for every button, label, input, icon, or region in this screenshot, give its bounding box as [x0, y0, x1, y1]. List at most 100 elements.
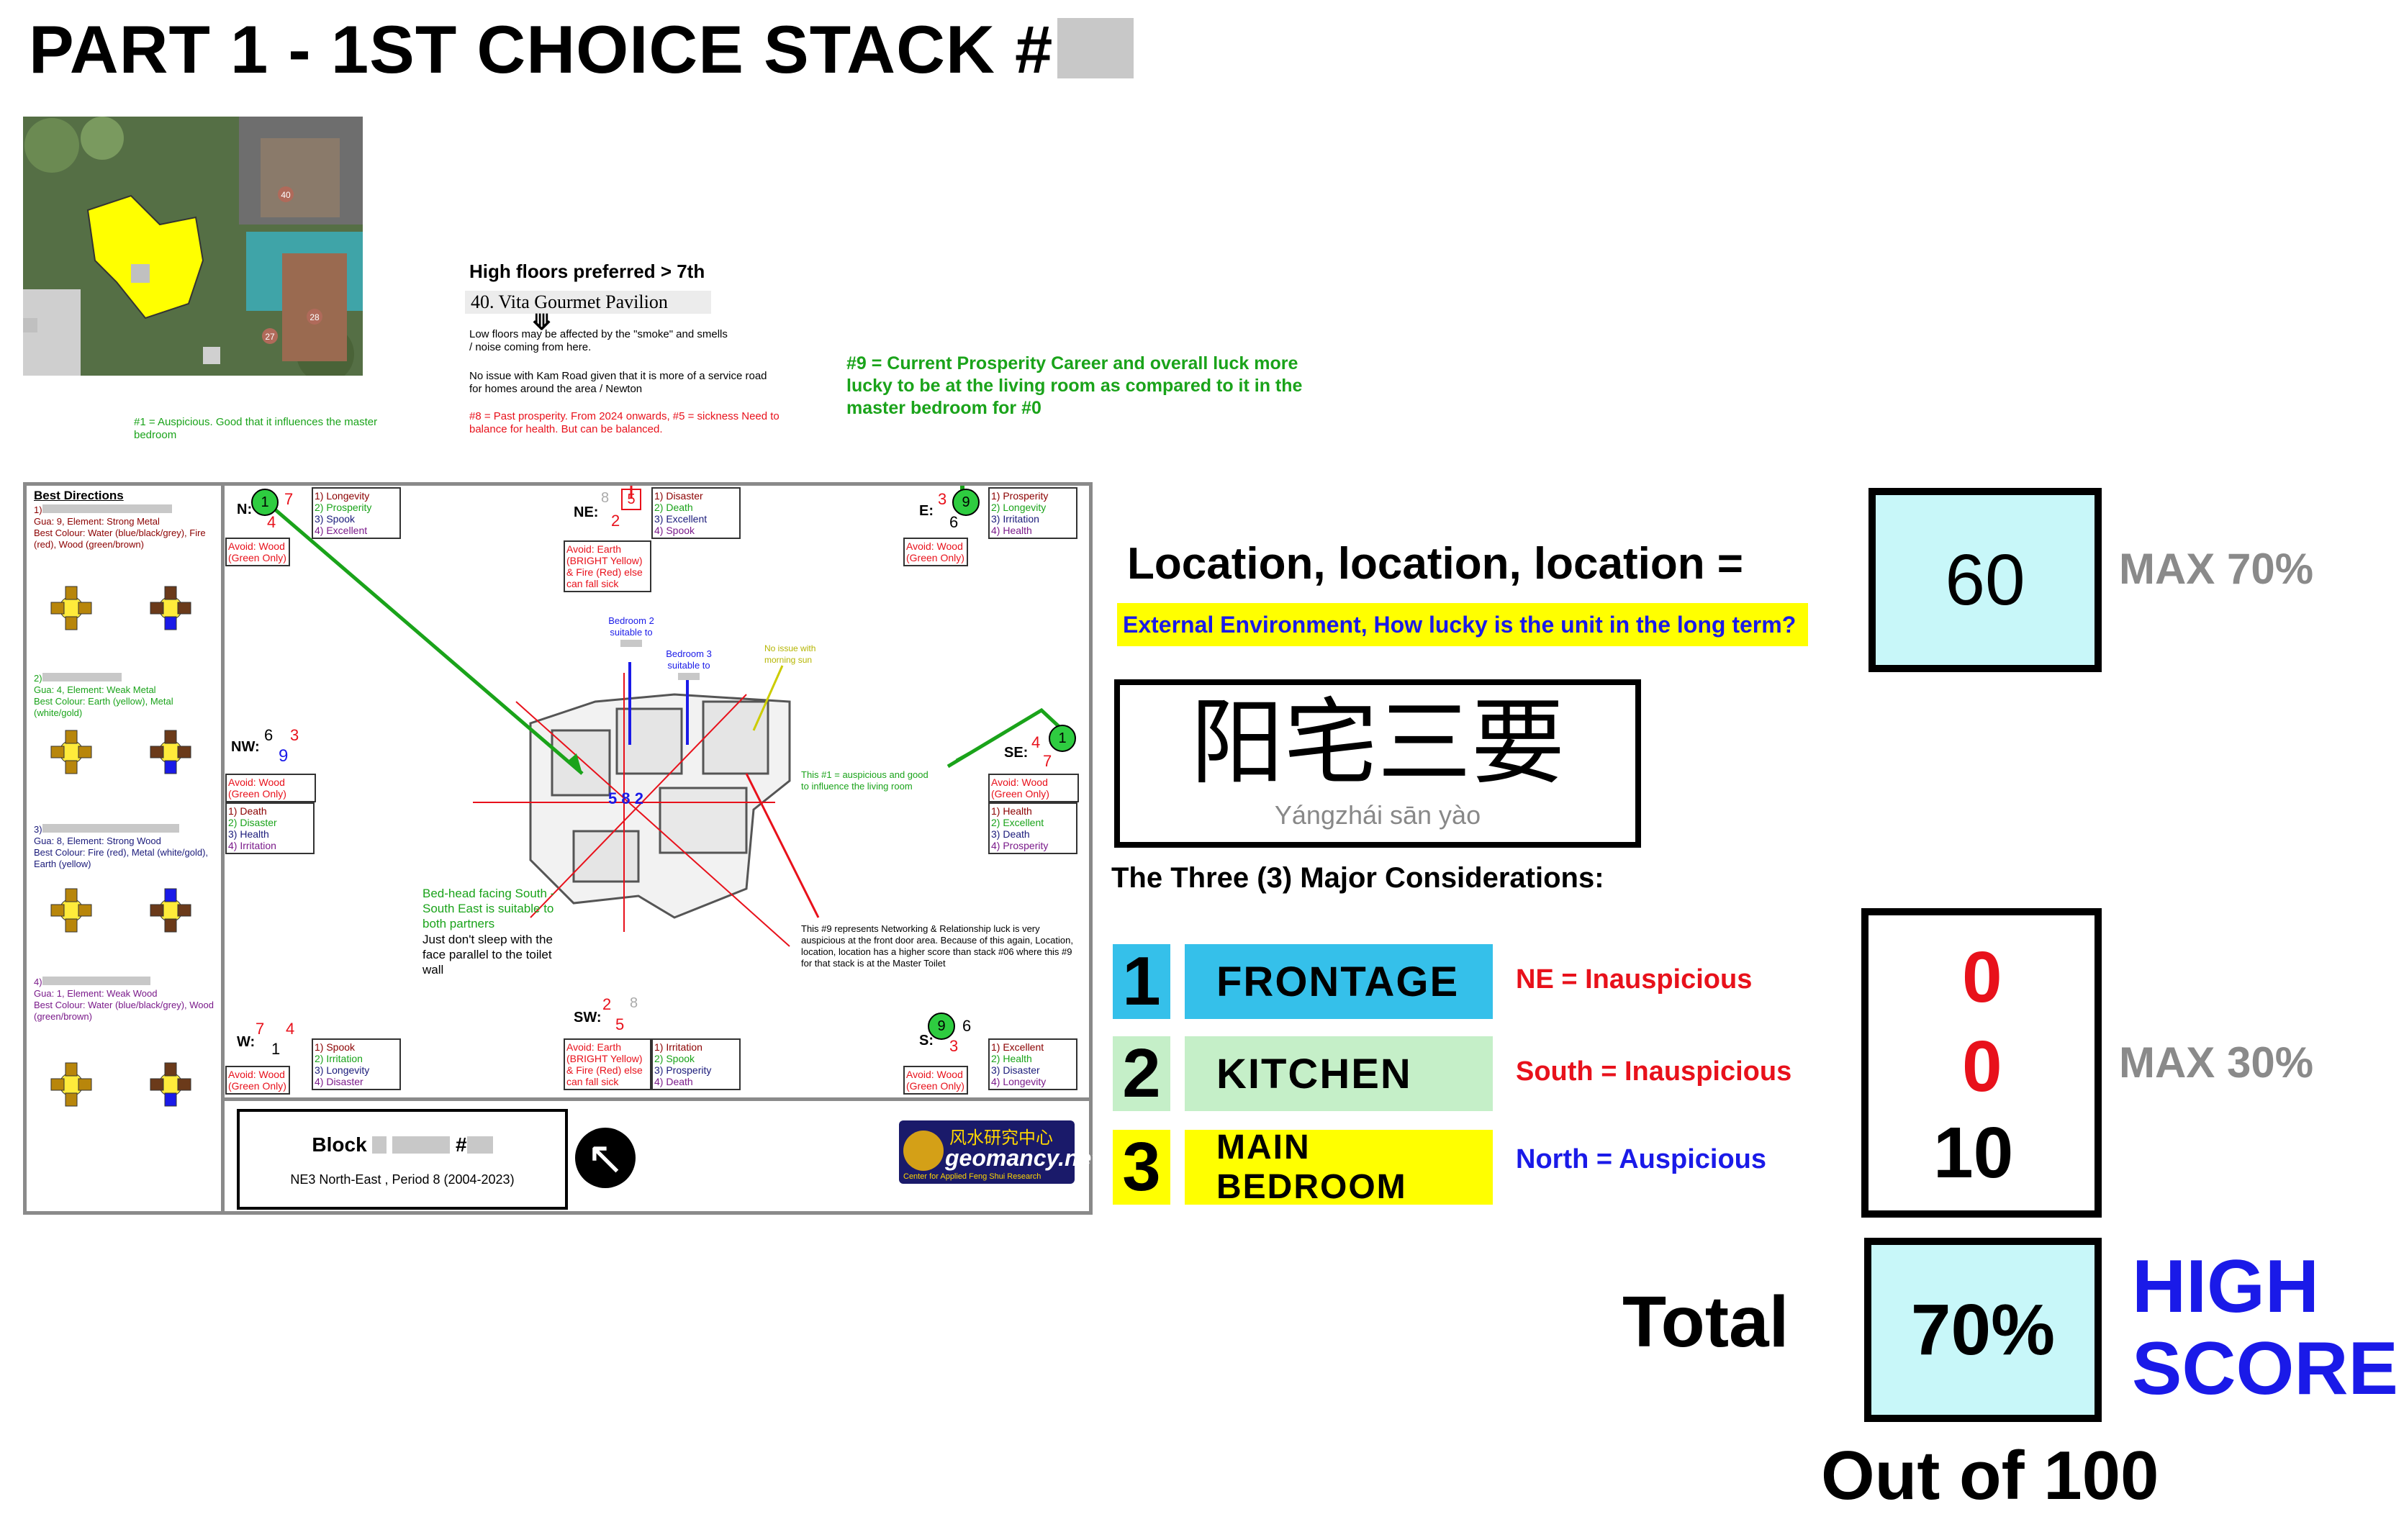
- sector-s-star-1: 9: [928, 1013, 955, 1040]
- sector-sw-star-3: 5: [615, 1015, 625, 1033]
- sector-s-star-3: 3: [949, 1037, 959, 1055]
- floors-note: High floors preferred > 7th: [469, 261, 705, 282]
- bed-direction-icons: [50, 586, 191, 1107]
- svg-text:28: 28: [309, 312, 320, 322]
- person-3-info: 3) Gua: 8, Element: Strong Wood Best Col…: [34, 824, 209, 869]
- floor-plan-panel: Best Directions 1) Gua: 9, Element: Stro…: [23, 482, 1099, 1215]
- consideration-1-score: 0: [1962, 937, 2002, 1018]
- consideration-1-number: 1: [1113, 943, 1170, 1020]
- living-room-note: This #1 = auspicious and good to influen…: [801, 769, 928, 792]
- sector-ne-avoid: Avoid: Earth (BRIGHT Yellow) & Fire (Red…: [564, 540, 651, 592]
- consideration-1-note: NE = Inauspicious: [1516, 964, 1753, 995]
- sector-se-avoid: Avoid: Wood (Green Only): [988, 774, 1079, 802]
- arrow-down-icon: ⟱: [533, 311, 551, 335]
- morning-sun-note: No issue with morning sun: [764, 643, 816, 665]
- location-max: MAX 70%: [2119, 545, 2314, 593]
- yangzhai-pinyin: Yángzhái sān yào: [1274, 800, 1481, 830]
- sector-w-star-2: 4: [286, 1020, 295, 1038]
- pavilion-label: 40. Vita Gourmet Pavilion: [465, 291, 711, 314]
- sector-e-star-3: 6: [949, 513, 959, 531]
- consideration-3-score: 10: [1933, 1113, 2014, 1193]
- best-directions-panel: Best Directions 1) Gua: 9, Element: Stro…: [27, 486, 225, 1211]
- redacted-stack-number: [1057, 18, 1134, 78]
- sector-ne-star-2: 5: [621, 489, 641, 510]
- sector-e-label: E:: [919, 503, 934, 519]
- location-score: 60: [1868, 488, 2102, 672]
- location-subtitle: External Environment, How lucky is the u…: [1117, 603, 1808, 646]
- yangzhai-box: 阳宅三要 Yángzhái sān yào: [1114, 679, 1641, 848]
- person-1-info: 1) Gua: 9, Element: Strong Metal Best Co…: [34, 504, 206, 550]
- out-of-label: Out of 100: [1821, 1437, 2159, 1514]
- sector-w-avoid: Avoid: Wood (Green Only): [225, 1066, 290, 1095]
- verdict-score: SCORE: [2132, 1327, 2398, 1410]
- page-title: PART 1 - 1ST CHOICE STACK #: [29, 16, 1134, 83]
- consideration-1-label: FRONTAGE: [1185, 944, 1493, 1019]
- consideration-2-score: 0: [1962, 1026, 2002, 1107]
- consideration-2-note: South = Inauspicious: [1516, 1056, 1792, 1087]
- sector-s-avoid: Avoid: Wood (Green Only): [903, 1066, 968, 1095]
- sector-sw-star-1: 2: [602, 995, 612, 1013]
- yangzhai-chinese: 阳宅三要: [1190, 688, 1565, 797]
- sector-nw-star-2: 3: [290, 726, 299, 744]
- sector-s-star-2: 6: [962, 1017, 972, 1035]
- sector-ne-star-3: 2: [611, 512, 620, 530]
- sector-se-star-2: 1: [1049, 725, 1076, 752]
- person-4-info: 4) Gua: 1, Element: Weak Wood Best Colou…: [34, 977, 214, 1022]
- sector-w-star-1: 7: [256, 1020, 265, 1038]
- sector-nw-avoid: Avoid: Wood (Green Only): [225, 774, 316, 802]
- sector-e-avoid: Avoid: Wood (Green Only): [903, 538, 968, 566]
- total-label: Total: [1622, 1282, 1789, 1362]
- best-directions-heading: Best Directions: [34, 489, 124, 502]
- sector-n-star-3: 4: [267, 513, 276, 531]
- smoke-note: Low floors may be affected by the "smoke…: [469, 328, 728, 353]
- consideration-2-label: KITCHEN: [1185, 1036, 1493, 1111]
- center-stars: 5 8 2: [608, 789, 643, 807]
- sector-se-star-1: 4: [1031, 733, 1041, 751]
- location-heading: Location, location, location =: [1127, 539, 1744, 589]
- compass-arrow-icon: ↖: [575, 1128, 636, 1188]
- one-note: #1 = Auspicious. Good that it influences…: [134, 416, 378, 441]
- consideration-3-number: 3: [1113, 1128, 1170, 1205]
- block-box: Block # NE3 North-East , Period 8 (2004-…: [237, 1109, 568, 1210]
- sector-nw-label: NW:: [231, 739, 260, 755]
- sector-s-label: S:: [919, 1033, 934, 1048]
- considerations-max: MAX 30%: [2119, 1038, 2314, 1087]
- bedroom-2-note: Bedroom 2 suitable to: [602, 615, 660, 650]
- verdict-high: HIGH: [2132, 1245, 2319, 1328]
- sector-sw-avoid: Avoid: Earth (BRIGHT Yellow) & Fire (Red…: [564, 1038, 651, 1090]
- sector-e-star-1: 3: [938, 490, 947, 508]
- consideration-3-label: MAIN BEDROOM: [1185, 1128, 1493, 1206]
- sector-se-star-3: 7: [1043, 752, 1052, 770]
- sector-n-avoid: Avoid: Wood (Green Only): [225, 538, 290, 566]
- sector-ne-star-1: 8: [601, 490, 610, 506]
- sector-n-label: N:: [237, 502, 253, 517]
- considerations-score-box: 0 0 10: [1861, 908, 2102, 1218]
- floor-plan-drawing: [263, 486, 1065, 947]
- bedroom-3-note: Bedroom 3 suitable to: [660, 648, 718, 683]
- svg-text:40: 40: [281, 190, 291, 200]
- svg-text:27: 27: [265, 332, 275, 342]
- sector-w-label: W:: [237, 1034, 256, 1050]
- toilet-wall-note: Just don't sleep with the face parallel …: [422, 933, 553, 977]
- nine-note: #9 = Current Prosperity Career and overa…: [846, 353, 1303, 418]
- eight-note: #8 = Past prosperity. From 2024 onwards,…: [469, 410, 780, 435]
- yin-yang-icon: [903, 1131, 944, 1171]
- block-title: Block #: [240, 1133, 565, 1156]
- nine-front-door-note: This #9 represents Networking & Relation…: [801, 923, 1073, 969]
- sector-sw-star-2: 8: [630, 995, 638, 1011]
- sector-ne-label: NE:: [574, 504, 599, 520]
- road-note: No issue with Kam Road given that it is …: [469, 370, 767, 395]
- total-score: 70%: [1864, 1238, 2102, 1422]
- sector-nw-star-1: 6: [264, 726, 274, 744]
- sector-e-star-2: 9: [952, 489, 980, 516]
- person-2-info: 2) Gua: 4, Element: Weak Metal Best Colo…: [34, 673, 173, 718]
- block-period: NE3 North-East , Period 8 (2004-2023): [290, 1172, 515, 1187]
